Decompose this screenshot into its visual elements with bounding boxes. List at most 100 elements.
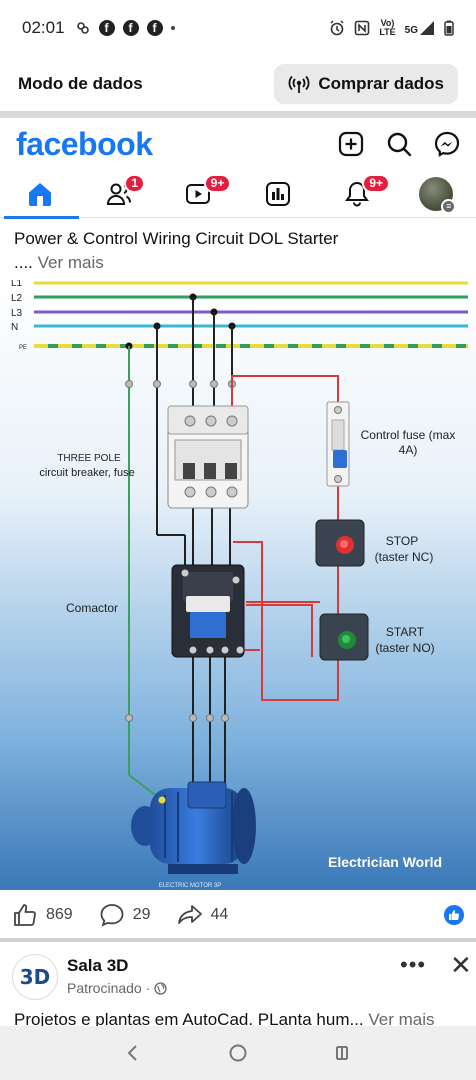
fuse-label-line1: Control fuse (max (361, 428, 456, 442)
line-label-n: N (11, 322, 18, 333)
like-count: 869 (46, 906, 73, 923)
tab-profile[interactable]: ≡ (397, 170, 476, 218)
profile-avatar: ≡ (419, 176, 457, 214)
stop-button-graphic (315, 519, 365, 567)
back-icon[interactable] (122, 1042, 144, 1064)
signal-5g: 5G (405, 20, 435, 36)
terminal-markers (125, 380, 236, 722)
sponsored-label: Patrocinado · (67, 980, 151, 996)
control-fuse (326, 401, 350, 487)
comment-icon (100, 904, 124, 927)
start-label-line1: START (386, 625, 425, 639)
bus-lines (34, 281, 468, 348)
status-time: 02:01 (22, 18, 65, 37)
stop-label-line1: STOP (386, 534, 418, 548)
post-see-more[interactable]: .... Ver mais (14, 253, 104, 273)
app-header: facebook (0, 118, 476, 170)
friends-icon (106, 183, 131, 205)
feed-separator (0, 938, 476, 942)
sponsored-post: 3D Sala 3D Patrocinado · ••• ✕ Projetos … (0, 942, 476, 1030)
tab-notifications[interactable]: 9+ (317, 170, 396, 218)
section-divider (0, 111, 476, 118)
facebook-logo[interactable]: facebook (16, 125, 153, 162)
see-more-link[interactable]: Ver mais (368, 1010, 435, 1029)
more-notifications-dot-icon (170, 26, 175, 30)
sponsor-caption: Projetos e plantas em AutoCad. PLanta hu… (14, 1010, 364, 1029)
start-label-line2: (taster NO) (375, 641, 434, 655)
broadcast-icon (288, 75, 310, 93)
search-icon[interactable] (386, 131, 412, 157)
tab-friends[interactable]: 1 (79, 170, 158, 218)
friends-badge: 1 (124, 173, 146, 193)
facebook-notification-icon: f (122, 20, 139, 36)
dashboard-icon (265, 181, 290, 206)
circuit-breaker (167, 405, 249, 509)
share-button[interactable]: 44 (177, 902, 229, 928)
control-wires (231, 375, 339, 701)
breaker-label-line1: THREE POLE (57, 453, 121, 464)
comment-count: 29 (132, 906, 151, 923)
main-tabs: 1 9+ 9+ ≡ (0, 170, 476, 219)
alarm-icon (330, 20, 344, 36)
start-button-graphic (319, 613, 369, 661)
home-circle-icon[interactable] (227, 1042, 249, 1064)
line-label-l1: L1 (11, 280, 23, 289)
status-bar: 02:01 f f f Vo) LTE 5G (0, 0, 476, 56)
sponsor-subtitle: Patrocinado · (67, 980, 167, 996)
sponsor-text: Projetos e plantas em AutoCad. PLanta hu… (14, 1010, 476, 1030)
electric-motor (131, 781, 256, 874)
see-more-link[interactable]: Ver mais (37, 253, 104, 272)
post-image[interactable]: L1 L2 L3 N PE (0, 280, 476, 890)
motor-label: ELECTRIC MOTOR 3P (159, 883, 222, 889)
data-mode-title: Modo de dados (18, 73, 143, 93)
comment-button[interactable]: 29 (99, 902, 151, 928)
like-button[interactable]: 869 (12, 902, 73, 928)
watermark: Electrician World (328, 854, 442, 870)
menu-icon: ≡ (441, 198, 457, 214)
bell-icon (344, 181, 369, 206)
wiring-diagram: L1 L2 L3 N PE (0, 280, 476, 890)
messenger-icon[interactable] (434, 131, 460, 157)
fuse-label-line2: 4A) (399, 443, 418, 457)
share-count: 44 (210, 906, 229, 923)
link-notification-icon (76, 22, 89, 34)
tab-video[interactable]: 9+ (159, 170, 238, 218)
home-icon (28, 182, 51, 206)
battery-icon (444, 20, 454, 36)
data-mode-bar: Modo de dados Comprar dados (0, 56, 476, 111)
buy-data-label: Comprar dados (318, 73, 444, 93)
buy-data-button[interactable]: Comprar dados (274, 63, 458, 104)
share-icon (177, 905, 202, 924)
sala3d-logo[interactable]: 3D (12, 954, 58, 1000)
header-actions (338, 131, 460, 157)
status-left-icons: f f f (75, 20, 175, 36)
contactor (171, 564, 245, 658)
signal-strength-icon (420, 21, 434, 35)
tab-home[interactable] (0, 170, 80, 219)
post-title: Power & Control Wiring Circuit DOL Start… (14, 229, 339, 248)
line-label-l2: L2 (11, 293, 23, 304)
notifications-badge: 9+ (362, 173, 390, 193)
status-right-icons: Vo) LTE 5G (329, 19, 454, 37)
facebook-notification-icon: f (98, 20, 115, 36)
network-type-label: Vo) LTE (379, 18, 396, 37)
like-reaction-icon (444, 905, 464, 925)
tab-dashboard[interactable] (238, 170, 317, 218)
more-options-icon[interactable]: ••• (400, 952, 427, 977)
recents-icon[interactable] (332, 1042, 354, 1064)
thumbs-up-icon (14, 904, 36, 926)
system-nav-bar (0, 1026, 476, 1080)
sponsor-name[interactable]: Sala 3D (67, 956, 129, 975)
ellipsis: .... (14, 253, 33, 272)
video-icon (186, 183, 211, 204)
facebook-notification-icon: f (146, 20, 163, 36)
nfc-icon (355, 20, 370, 36)
video-badge: 9+ (203, 173, 232, 193)
breaker-label-line2: circuit breaker, fuse (39, 467, 134, 479)
create-post-icon[interactable] (338, 131, 364, 157)
line-label-pe: PE (19, 345, 27, 351)
stop-label-line2: (taster NC) (375, 550, 434, 564)
close-icon[interactable]: ✕ (450, 950, 472, 980)
globe-icon (154, 981, 167, 995)
post-reactions: 869 29 44 (0, 892, 476, 938)
